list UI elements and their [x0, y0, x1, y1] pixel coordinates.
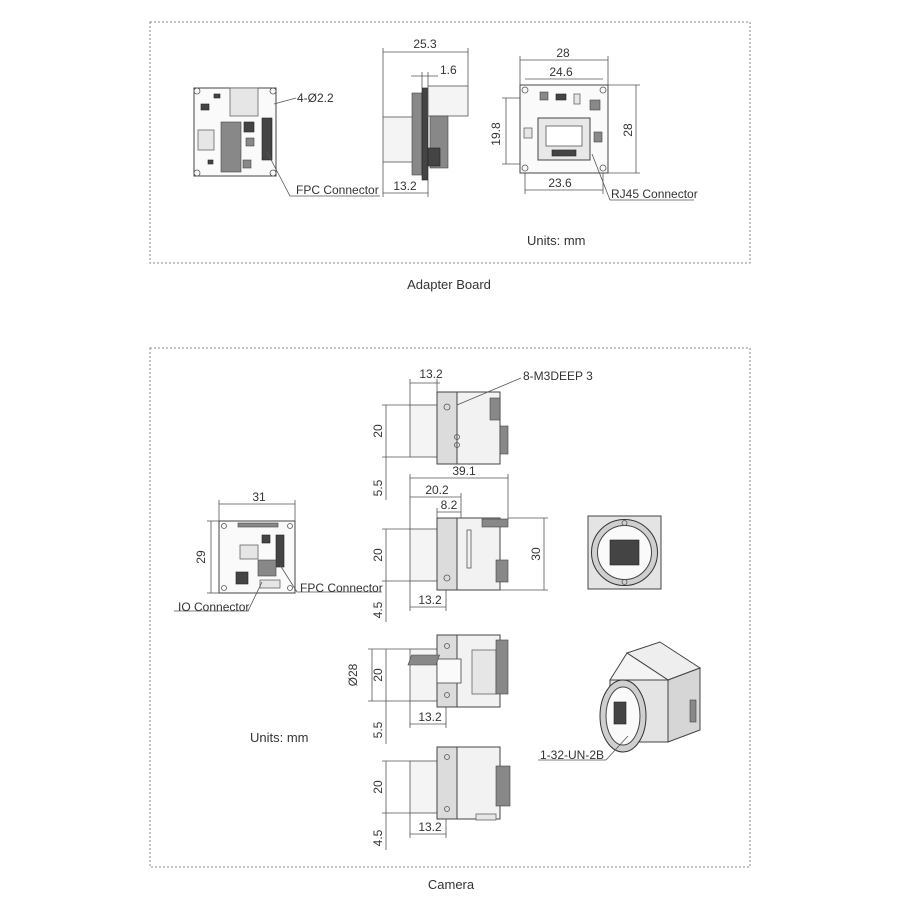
camera-rear-bottom: 13.2: [418, 820, 442, 834]
camera-bottom-bottom-left: 5.5: [371, 721, 385, 738]
adapter-rj45-label: RJ45 Connector: [611, 187, 698, 201]
camera-isometric-view: [407, 641, 702, 753]
camera-top-top: 13.2: [419, 367, 443, 381]
camera-io-label: IO Connector: [178, 600, 249, 614]
camera-rear-left: 20: [371, 780, 385, 794]
adapter-back-view: [519, 84, 609, 174]
camera-units: Units: mm: [250, 730, 309, 745]
adapter-back-width: 28: [556, 46, 570, 60]
camera-rear-bottom-left: 4.5: [371, 829, 385, 846]
camera-back-height: 29: [194, 550, 208, 564]
camera-bottom-left: 20: [371, 668, 385, 682]
adapter-frame: [149, 21, 751, 264]
adapter-units: Units: mm: [527, 233, 586, 248]
adapter-back-height: 28: [621, 123, 635, 137]
adapter-hole-label: 4-Ø2.2: [297, 91, 334, 105]
camera-top-bottom-left: 5.5: [371, 479, 385, 496]
camera-side-right: 30: [529, 547, 543, 561]
camera-back-view: [218, 520, 296, 594]
camera-side-d1: 20.2: [425, 483, 449, 497]
camera-bottom-bottom: 13.2: [418, 710, 442, 724]
camera-bottom-view: [409, 634, 509, 708]
camera-caption: Camera: [428, 877, 475, 892]
camera-back-width: 31: [252, 490, 266, 504]
camera-fpc-label: FPC Connector: [300, 581, 383, 595]
adapter-back-inner: 24.6: [549, 65, 573, 79]
camera-mount-label: 1-32-UN-2B: [540, 748, 604, 762]
camera-side-bottom: 13.2: [418, 593, 442, 607]
camera-side-left: 20: [371, 548, 385, 562]
adapter-side-view: [382, 85, 469, 181]
adapter-side-width: 25.3: [413, 37, 437, 51]
camera-side-view: [409, 517, 509, 591]
adapter-side-bottom: 13.2: [393, 179, 417, 193]
adapter-back-bottom: 23.6: [548, 176, 572, 190]
adapter-back-left: 19.8: [489, 122, 503, 146]
camera-thread-label: 8-M3DEEP 3: [523, 369, 593, 383]
camera-top-view: [409, 391, 509, 465]
adapter-front-view: [193, 87, 277, 177]
camera-side-bottom-left: 4.5: [371, 601, 385, 618]
camera-side-d2: 8.2: [441, 498, 458, 512]
camera-side-length: 39.1: [452, 464, 476, 478]
camera-front-view: [587, 515, 662, 590]
camera-bottom-diameter: Ø28: [346, 663, 360, 686]
camera-frame: [149, 347, 751, 868]
adapter-caption: Adapter Board: [407, 277, 491, 292]
camera-top-left: 20: [371, 424, 385, 438]
camera-rear-view: [409, 746, 511, 821]
adapter-side-small: 1.6: [440, 63, 457, 77]
adapter-fpc-label: FPC Connector: [296, 183, 379, 197]
